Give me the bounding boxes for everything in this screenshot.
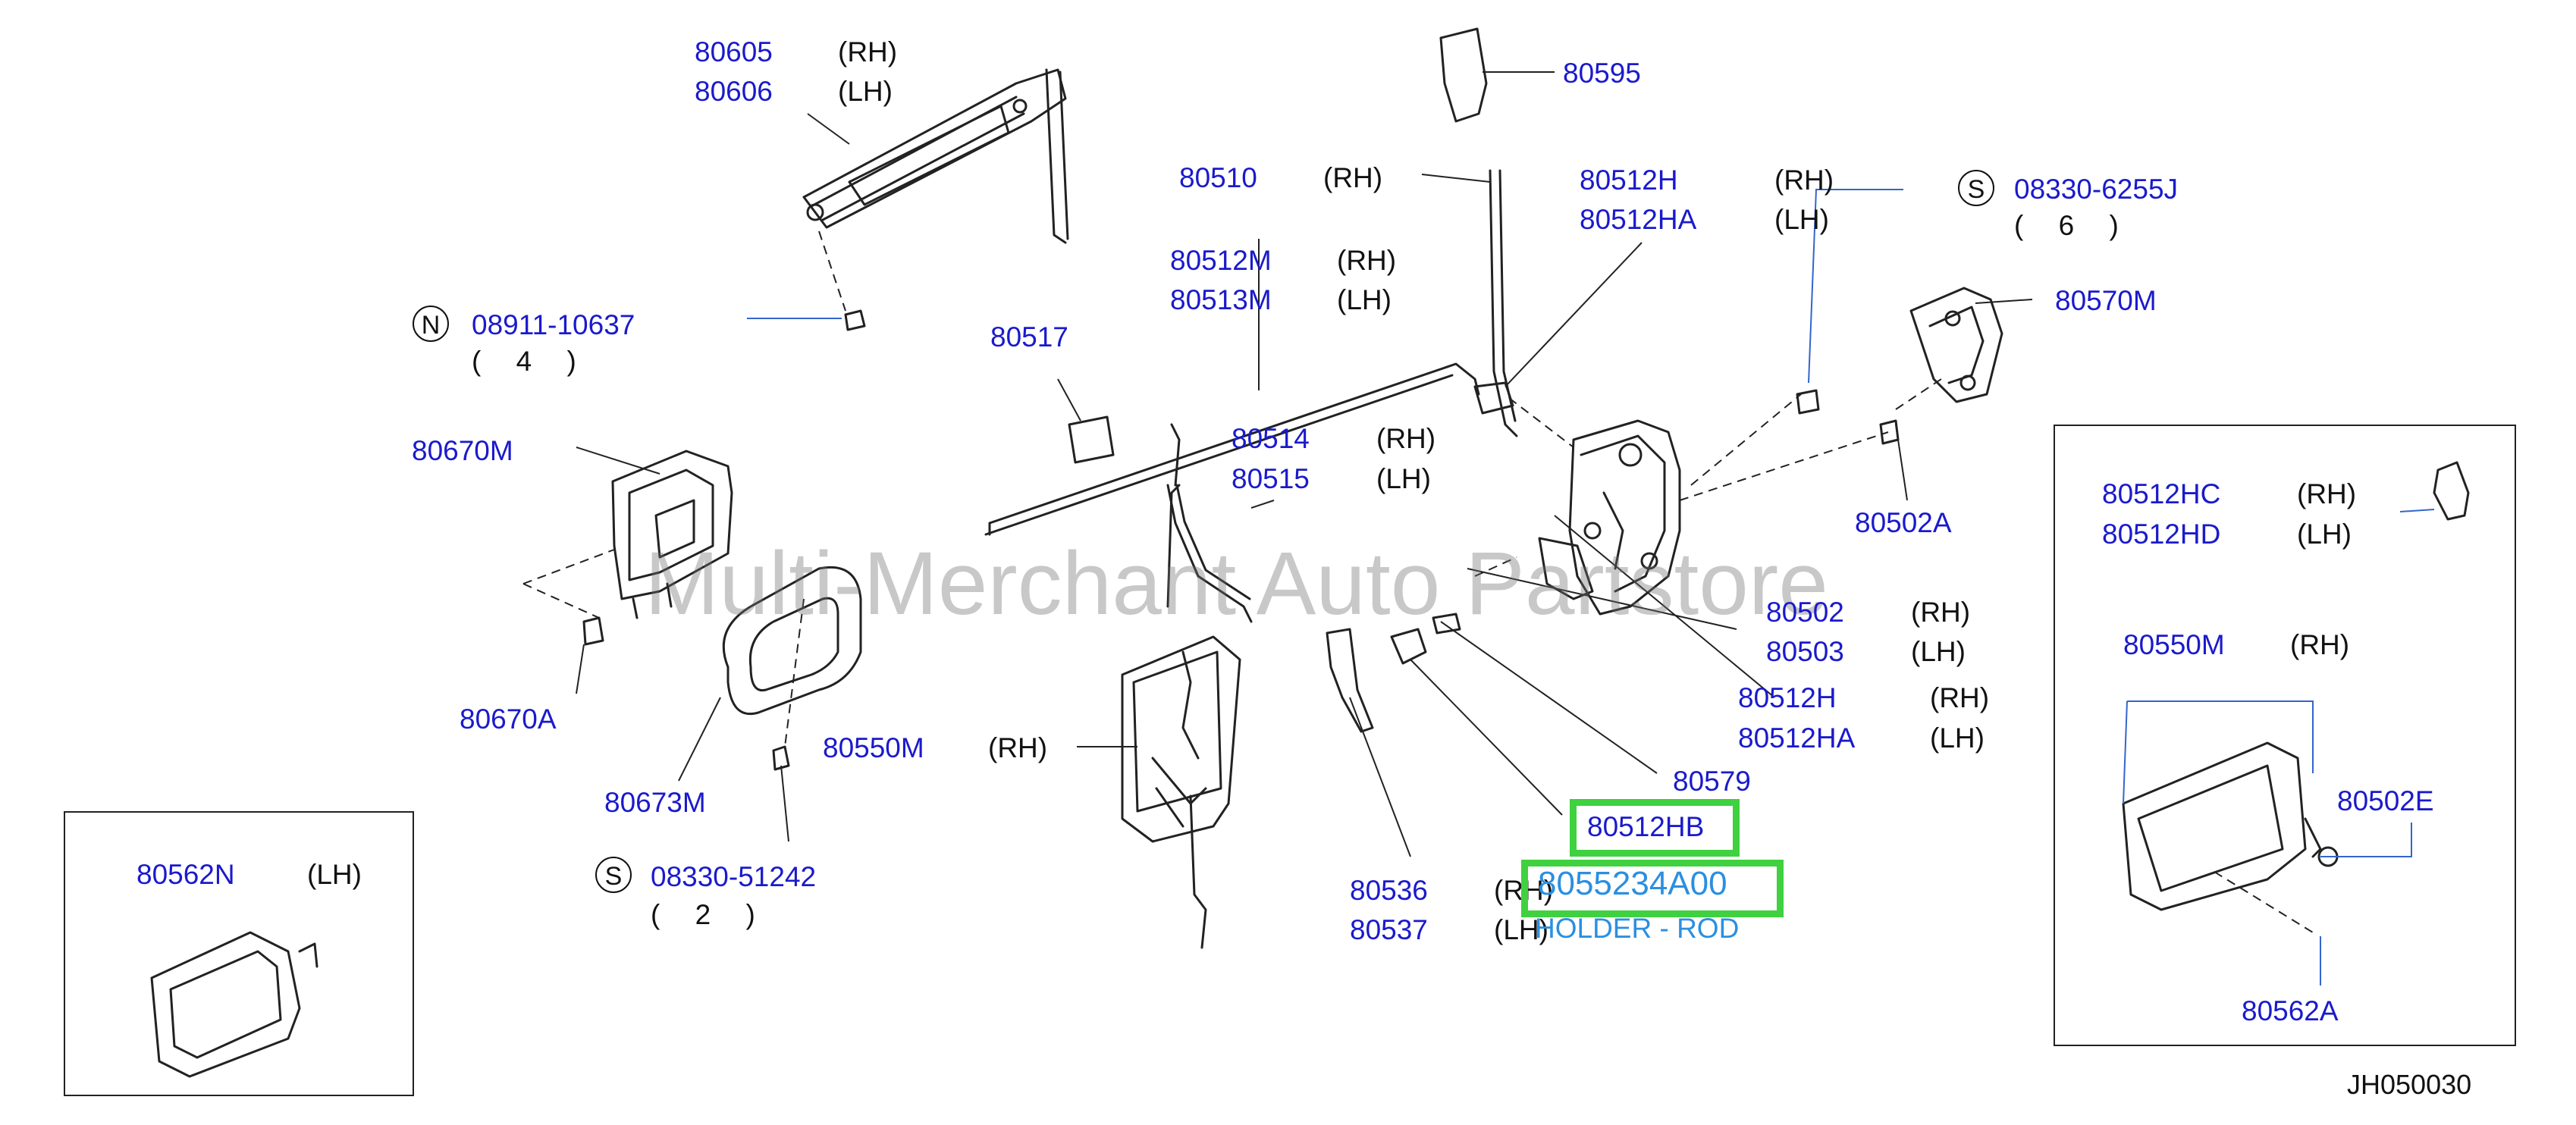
side-80562n: (LH) bbox=[307, 859, 362, 890]
clip-80512hb-drawing bbox=[1390, 628, 1427, 665]
part-number-80510[interactable]: 80510 bbox=[1179, 162, 1257, 193]
part-number-80595[interactable]: 80595 bbox=[1563, 58, 1641, 89]
part-number-80512m[interactable]: 80512M bbox=[1170, 245, 1272, 276]
part-number-08330-6255j[interactable]: 08330-6255J bbox=[2014, 174, 2179, 205]
side-80550m: (RH) bbox=[988, 732, 1048, 763]
part-number-80562a[interactable]: 80562A bbox=[2242, 995, 2339, 1026]
part-number-80550m-rear[interactable]: 80550M bbox=[2123, 629, 2225, 660]
sensor-drawing bbox=[150, 931, 318, 1078]
part-number-80502[interactable]: 80502 bbox=[1766, 597, 1844, 628]
qty-08330-6255j: ( 6 ) bbox=[2014, 210, 2132, 241]
qty-08330-51242: ( 2 ) bbox=[651, 899, 769, 930]
rear-actuator-drawing bbox=[2122, 461, 2470, 911]
lock-actuator-drawing bbox=[1121, 484, 1241, 949]
highlight-box-80512hb bbox=[1570, 799, 1740, 857]
inset-box-rh-assembly bbox=[2054, 425, 2516, 1046]
part-number-80579[interactable]: 80579 bbox=[1673, 766, 1751, 797]
side-80605: (RH) bbox=[838, 36, 898, 67]
part-number-80512h-lower[interactable]: 80512H bbox=[1738, 682, 1837, 713]
part-number-80515[interactable]: 80515 bbox=[1232, 463, 1310, 494]
watermark-text: Multi-Merchant Auto Partstore bbox=[645, 534, 1828, 634]
side-80537: (LH) bbox=[1494, 914, 1548, 945]
side-80550m-rear: (RH) bbox=[2290, 629, 2350, 660]
side-80512h-top: (RH) bbox=[1774, 165, 1834, 196]
part-number-80550m[interactable]: 80550M bbox=[823, 732, 924, 763]
side-80512ha-lower: (LH) bbox=[1930, 722, 1985, 754]
prefix-circle-n: N bbox=[413, 306, 449, 342]
part-number-80513m[interactable]: 80513M bbox=[1170, 284, 1272, 315]
part-number-80670m[interactable]: 80670M bbox=[412, 435, 513, 466]
prefix-circle-s-2: S bbox=[1958, 170, 1994, 206]
side-80512hd: (LH) bbox=[2297, 519, 2352, 550]
part-number-80536[interactable]: 80536 bbox=[1350, 875, 1428, 906]
highlight-box-part-number bbox=[1521, 860, 1784, 917]
part-number-80512ha-lower[interactable]: 80512HA bbox=[1738, 722, 1856, 754]
striker-drawing bbox=[1909, 287, 2003, 403]
side-80503: (LH) bbox=[1911, 636, 1966, 667]
side-80512m: (RH) bbox=[1337, 245, 1397, 276]
side-80513m: (LH) bbox=[1337, 284, 1392, 315]
part-number-80606[interactable]: 80606 bbox=[695, 76, 773, 107]
pad-drawing bbox=[1068, 415, 1115, 464]
outside-handle-drawing bbox=[802, 68, 1069, 244]
side-80510: (RH) bbox=[1323, 162, 1383, 193]
part-number-80503[interactable]: 80503 bbox=[1766, 636, 1844, 667]
part-number-80512h-top[interactable]: 80512H bbox=[1580, 165, 1678, 196]
clip-80536-drawing bbox=[1326, 628, 1374, 733]
part-number-80537[interactable]: 80537 bbox=[1350, 914, 1428, 945]
qty-08911-10637: ( 4 ) bbox=[472, 346, 590, 377]
part-number-80512hd[interactable]: 80512HD bbox=[2102, 519, 2221, 550]
part-number-80512ha-top[interactable]: 80512HA bbox=[1580, 204, 1697, 235]
highlighted-part-description: HOLDER - ROD bbox=[1535, 913, 1740, 944]
part-number-80570m[interactable]: 80570M bbox=[2055, 285, 2157, 316]
part-number-80512hc[interactable]: 80512HC bbox=[2102, 478, 2221, 509]
screw-drawings bbox=[582, 309, 1900, 771]
side-80515: (LH) bbox=[1376, 463, 1431, 494]
clip-80512h-drawing bbox=[1473, 381, 1514, 415]
part-number-80673m[interactable]: 80673M bbox=[604, 787, 706, 818]
part-number-80562n[interactable]: 80562N bbox=[136, 859, 235, 890]
side-80606: (LH) bbox=[838, 76, 893, 107]
side-80512hc: (RH) bbox=[2297, 478, 2357, 509]
part-number-80605[interactable]: 80605 bbox=[695, 36, 773, 67]
grommet-drawing bbox=[1439, 27, 1488, 123]
side-80514: (RH) bbox=[1376, 423, 1436, 454]
inside-handle-drawing bbox=[611, 450, 733, 619]
clip-80579-drawing bbox=[1432, 613, 1461, 635]
part-number-08330-51242[interactable]: 08330-51242 bbox=[651, 861, 817, 892]
highlighted-part-number[interactable]: 8055234A00 bbox=[1538, 865, 1727, 902]
part-number-80502e[interactable]: 80502E bbox=[2337, 785, 2434, 816]
inset-box-80562n bbox=[64, 811, 414, 1096]
part-number-80512hb[interactable]: 80512HB bbox=[1587, 811, 1705, 842]
prefix-circle-s-1: S bbox=[595, 857, 632, 893]
part-number-80517[interactable]: 80517 bbox=[990, 321, 1068, 353]
side-80502: (RH) bbox=[1911, 597, 1971, 628]
part-number-08911-10637[interactable]: 08911-10637 bbox=[472, 309, 635, 340]
part-number-80670a[interactable]: 80670A bbox=[460, 704, 557, 735]
door-latch-drawing bbox=[1538, 419, 1681, 616]
bezel-drawing bbox=[722, 566, 862, 715]
part-number-80514[interactable]: 80514 bbox=[1232, 423, 1310, 454]
side-80512h-lower: (RH) bbox=[1930, 682, 1990, 713]
part-number-80502a[interactable]: 80502A bbox=[1855, 507, 1952, 538]
side-80512ha-top: (LH) bbox=[1774, 204, 1829, 235]
diagram-reference-code: JH050030 bbox=[2347, 1069, 2472, 1100]
